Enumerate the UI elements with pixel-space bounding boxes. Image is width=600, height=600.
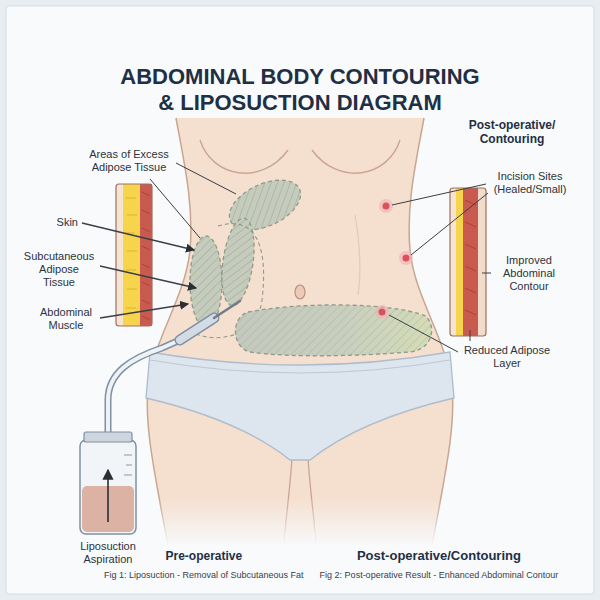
incision-dots — [375, 199, 413, 319]
aspiration-canister — [80, 432, 136, 534]
callout-label: Improved Abdominal Contour — [494, 254, 564, 294]
callout-label: Abdominal Muscle — [36, 306, 96, 332]
liposuction-cannula — [108, 301, 240, 432]
card-panel — [6, 6, 594, 594]
callout-label: Reduced Adipose Layer — [462, 344, 552, 370]
diagram-title: ABDOMINAL BODY CONTOURING & LIPOSUCTION … — [111, 64, 489, 116]
section-heading: Post-operative/ Contouring — [462, 118, 562, 147]
figure-caption: Fig 2: Post-operative Result - Enhanced … — [320, 570, 559, 581]
leader-lines — [82, 163, 491, 352]
callout-label: Incision Sites (Healed/Small) — [490, 170, 570, 196]
preop-tissue-section — [116, 184, 152, 326]
navel — [295, 285, 305, 299]
callout-label: Areas of Excess Adipose Tissue — [86, 148, 172, 174]
panel-heading: Post-operative/Contouring — [357, 548, 521, 564]
panel-heading: Pre-operative — [165, 549, 242, 563]
callout-label: Skin — [44, 216, 78, 229]
postop-tissue-section — [450, 188, 486, 336]
excess-fat-areas — [190, 170, 432, 356]
torso — [147, 118, 453, 545]
callout-label: Subcutaneous Adipose Tissue — [22, 250, 96, 290]
underwear — [146, 352, 454, 460]
callout-label: Liposuction Aspiration — [73, 540, 143, 566]
figure-caption: Fig 1: Liposuction - Removal of Subcutan… — [104, 570, 304, 581]
